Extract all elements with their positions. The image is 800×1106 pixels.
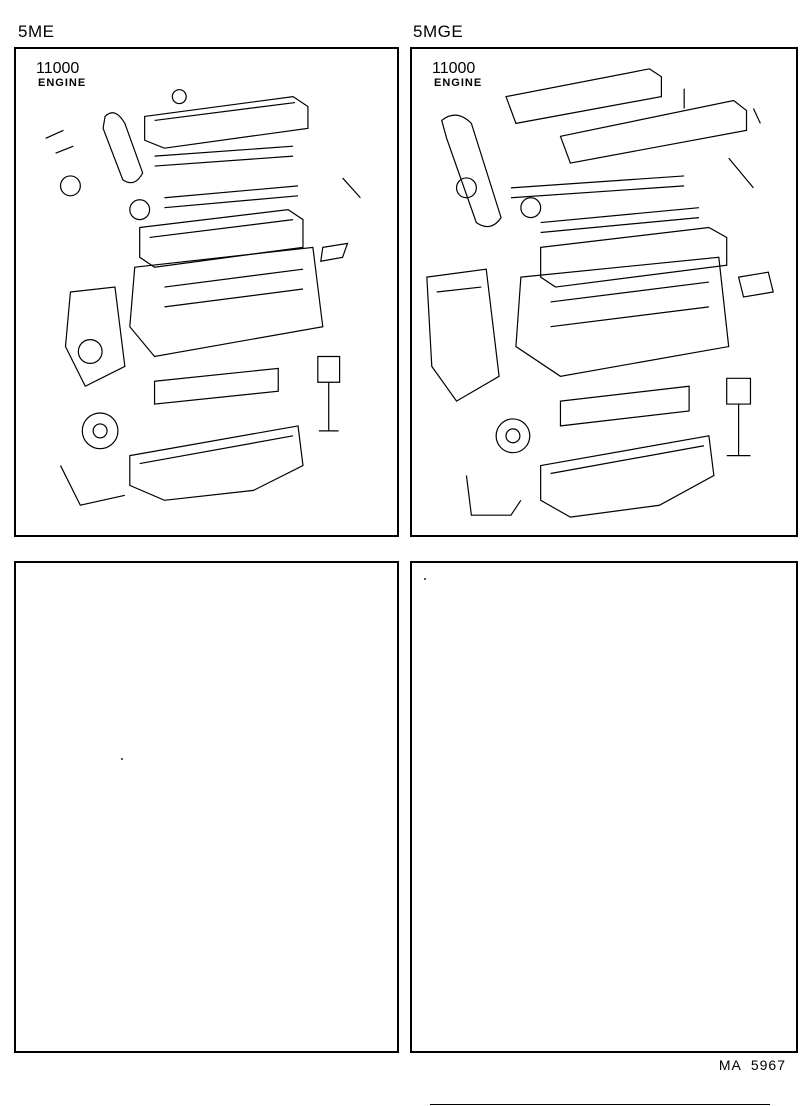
model-label-5me: 5ME (18, 22, 55, 41)
engine-exploded-diagram-icon (412, 49, 796, 535)
part-name: ENGINE (434, 77, 483, 89)
engine-exploded-diagram-icon (16, 49, 397, 535)
part-number: 11000 (432, 60, 476, 77)
bottom-rule (430, 1104, 770, 1105)
engine-panel-5mge[interactable]: 11000 ENGINE (410, 47, 798, 537)
part-name: ENGINE (38, 77, 87, 89)
engine-panel-5me[interactable]: 11000 ENGINE (14, 47, 399, 537)
catalog-reference: MA 5967 (718, 1057, 786, 1073)
part-number: 11000 (36, 60, 80, 77)
scan-speck (121, 758, 123, 760)
scan-speck (424, 578, 426, 580)
empty-panel-right[interactable] (410, 561, 798, 1053)
empty-panel-left[interactable] (14, 561, 399, 1053)
model-label-5mge: 5MGE (413, 22, 464, 41)
